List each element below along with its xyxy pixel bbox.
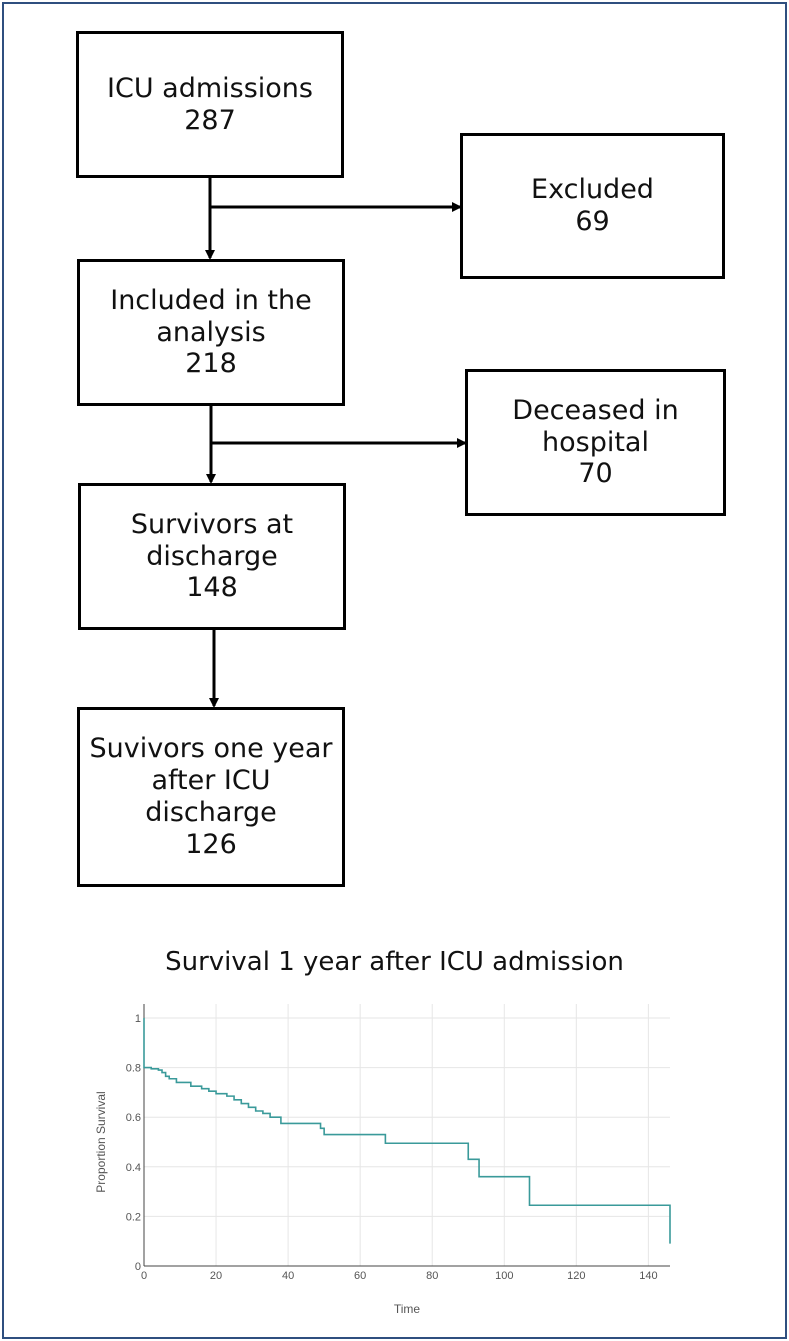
y-tick-label: 0.4 <box>126 1162 141 1174</box>
x-tick-label: 60 <box>354 1270 366 1282</box>
survivors-year-line3: discharge <box>145 797 277 828</box>
y-axis-label: Proportion Survival <box>94 1091 108 1192</box>
survivors-discharge-count: 148 <box>186 572 238 604</box>
x-tick-label: 120 <box>567 1270 585 1282</box>
deceased-line2: hospital <box>542 426 649 458</box>
y-tick-label: 0.6 <box>126 1112 141 1124</box>
x-axis-label: Time <box>394 1302 421 1316</box>
x-tick-label: 140 <box>639 1270 657 1282</box>
y-tick-label: 0.2 <box>126 1211 141 1223</box>
deceased-line1: Deceased in <box>512 394 679 426</box>
admissions-label: ICU admissions <box>107 72 313 104</box>
chart-title: Survival 1 year after ICU admission <box>165 947 624 977</box>
survivors-year-line2: after ICU <box>151 765 271 797</box>
included-line2: analysis <box>156 316 266 348</box>
survivors-year-count: 126 <box>185 828 237 860</box>
included-line1: Included in the <box>110 284 312 316</box>
x-tick-label: 40 <box>282 1270 294 1282</box>
admissions-count: 287 <box>184 104 236 136</box>
box-included: Included in the analysis 218 <box>77 259 345 406</box>
y-tick-label: 1 <box>135 1013 141 1025</box>
deceased-count: 70 <box>578 458 613 490</box>
survivors-year-line1: Suvivors one year <box>89 733 333 765</box>
survival-curve <box>143 1018 671 1244</box>
x-tick-label: 0 <box>141 1270 147 1282</box>
x-tick-label: 100 <box>495 1270 513 1282</box>
box-survivors-discharge: Survivors at discharge 148 <box>78 483 346 630</box>
excluded-label: Excluded <box>531 174 654 206</box>
box-excluded: Excluded 69 <box>460 133 725 279</box>
x-tick-label: 80 <box>426 1270 438 1282</box>
survivors-discharge-line1: Survivors at <box>130 508 294 540</box>
included-count: 218 <box>185 348 237 380</box>
y-tick-label: 0.8 <box>126 1063 141 1075</box>
y-tick-label: 0 <box>135 1261 141 1273</box>
box-deceased: Deceased in hospital 70 <box>465 369 726 516</box>
box-survivors-one-year: Suvivors one year after ICU discharge 12… <box>77 707 345 887</box>
box-icu-admissions: ICU admissions 287 <box>76 31 344 178</box>
survivors-discharge-line2: discharge <box>146 540 278 572</box>
x-tick-label: 20 <box>210 1270 222 1282</box>
excluded-count: 69 <box>575 206 610 237</box>
